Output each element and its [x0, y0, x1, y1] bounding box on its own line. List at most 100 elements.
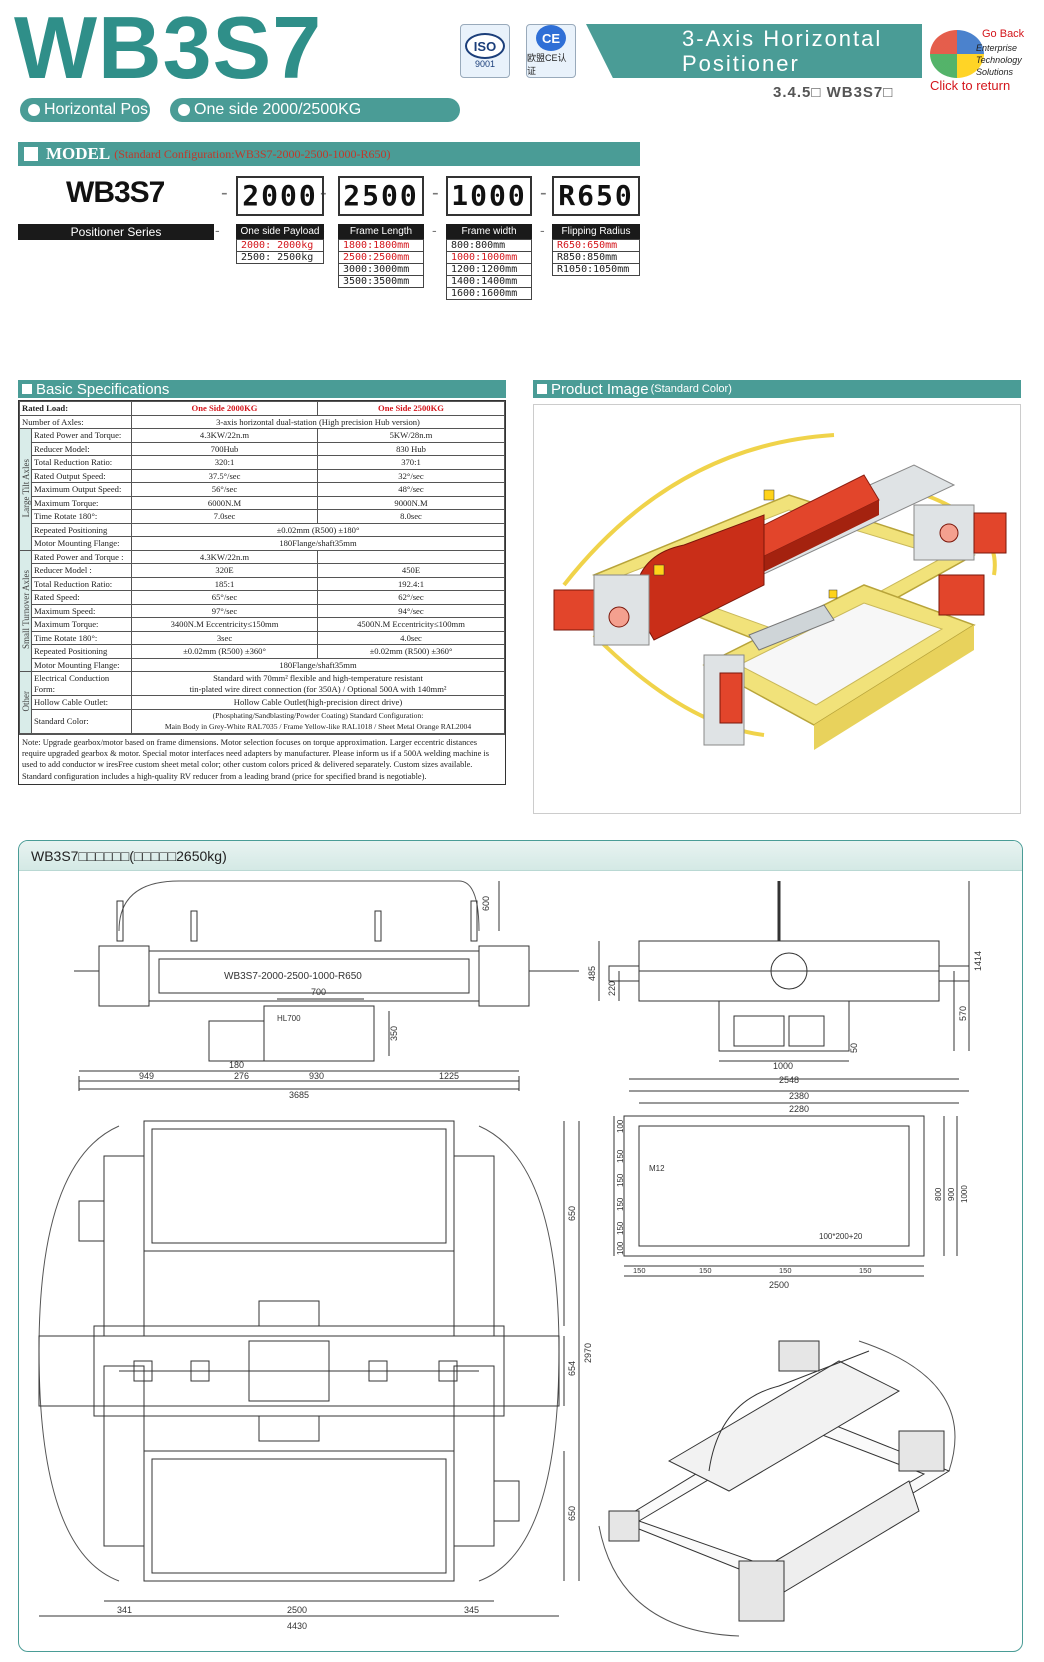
table-cell: 370:1	[317, 455, 505, 470]
table-cell: Repeated Positioning	[31, 522, 132, 537]
table-cell: 6000N.M	[131, 495, 318, 510]
separator: -	[540, 182, 547, 204]
payload-label: One side Payload	[236, 224, 324, 239]
table-cell: 37.5°/sec	[131, 468, 318, 483]
table-cell: 7.0sec	[131, 509, 318, 524]
table-cell: Rated Power and Torque :	[31, 549, 132, 564]
product-image	[533, 404, 1021, 814]
iso-number: 9001	[474, 59, 496, 69]
dim-label: 100	[616, 1241, 625, 1255]
page-title: WB3S7	[14, 0, 323, 97]
flipping-radius-option: R1050:1050mm	[552, 263, 640, 276]
dim-label: 930	[309, 1071, 324, 1081]
pitch-label: 150	[859, 1266, 872, 1275]
table-row: Repeated Positioning±0.02mm (R500) ±360°…	[20, 644, 505, 659]
drawing-title: WB3S7□□□□□□(□□□□□2650kg)	[19, 841, 1022, 871]
group-label: Other	[19, 671, 32, 734]
dim-label: 600	[481, 896, 491, 911]
model-heading: MODEL	[46, 144, 111, 163]
table-row: Motor Mounting Flange:180Flange/shaft35m…	[20, 657, 505, 672]
table-cell: Time Rotate 180°:	[31, 509, 132, 524]
table-cell: 320E	[131, 563, 318, 578]
table-cell: 3-axis horizontal dual-station (High pre…	[131, 414, 505, 429]
payload-pill: One side 2000/2500KG	[170, 98, 460, 122]
separator: -	[432, 182, 439, 204]
table-cell: 62°/sec	[317, 590, 505, 605]
table-cell: Standard with 70mm² flexible and high-te…	[131, 671, 505, 696]
dim-label: 1225	[439, 1071, 459, 1081]
dimension-drawing-panel: WB3S7□□□□□□(□□□□□2650kg)	[18, 840, 1023, 1652]
separator: -	[221, 182, 228, 204]
table-cell: ±0.02mm (R500) ±360°	[131, 644, 318, 659]
table-cell: 450E	[317, 563, 505, 578]
separator: -	[215, 222, 220, 238]
table-cell: 48°/sec	[317, 482, 505, 497]
table-cell: Rated Power and Torque:	[31, 428, 132, 443]
dim-label: 150	[616, 1197, 625, 1211]
standard-configuration: (Standard Configuration:WB3S7-2000-2500-…	[114, 146, 391, 161]
section-subtitle: (Standard Color)	[650, 383, 732, 395]
separator: -	[540, 222, 545, 238]
pitch-label: 150	[633, 1266, 646, 1275]
dim-label: 2500	[287, 1605, 307, 1615]
frame-width-code: 1000	[446, 176, 532, 216]
column-header: One Side 2000KG	[131, 401, 318, 416]
table-cell: Maximum Output Speed:	[31, 482, 132, 497]
dim-label: 2500	[769, 1280, 789, 1290]
table-cell: 56°/sec	[131, 482, 318, 497]
table-cell: Hollow Cable Outlet:	[31, 695, 132, 710]
table-cell: Time Rotate 180°:	[31, 630, 132, 645]
dim-label: 654	[567, 1361, 577, 1376]
page-code: 3.4.5□ WB3S7□	[773, 84, 894, 101]
table-cell: 3400N.M Eccentricity≤150mm	[131, 617, 318, 632]
dim-label: 100*200+20	[819, 1232, 863, 1241]
table-cell: Reducer Model:	[31, 441, 132, 456]
table-cell: 65°/sec	[131, 590, 318, 605]
dim-label: 2970	[583, 1343, 593, 1363]
horizontal-positioner-pill: Horizontal Pos	[20, 98, 150, 122]
table-row: Repeated Positioning±0.02mm (R500) ±180°	[20, 522, 505, 537]
dim-label: 180	[229, 1060, 244, 1070]
table-cell: Reducer Model :	[31, 563, 132, 578]
dim-label: 2548	[779, 1075, 799, 1085]
dim-label: 2280	[789, 1104, 809, 1114]
cell-line: tin-plated wire direct connection (for 3…	[189, 683, 447, 694]
product-image-header: Product Image (Standard Color)	[533, 380, 1021, 398]
table-cell: Total Reduction Ratio:	[31, 576, 132, 591]
cell-line: (Phosphating/Sandblasting/Powder Coating…	[212, 711, 424, 720]
banner-line-2: Positioner	[682, 51, 800, 76]
separator: -	[432, 222, 437, 238]
table-cell: Maximum Torque:	[31, 495, 132, 510]
dim-label: 150	[616, 1149, 625, 1163]
table-cell: 830 Hub	[317, 441, 505, 456]
table-row: Motor Mounting Flange:180Flange/shaft35m…	[20, 536, 505, 551]
pitch-label: 150	[779, 1266, 792, 1275]
table-row: Large Tilt Axles Rated Power and Torque:…	[19, 428, 505, 551]
dim-label: 341	[117, 1605, 132, 1615]
go-back-link[interactable]: Go Back Enterprise Technology Solutions …	[930, 22, 1038, 93]
dim-label: 1000	[960, 1185, 969, 1203]
table-cell: Motor Mounting Flange:	[31, 657, 132, 672]
model-section-header: MODEL (Standard Configuration:WB3S7-2000…	[18, 142, 640, 166]
table-cell: 3sec	[131, 630, 318, 645]
dim-label: 220	[607, 981, 617, 996]
table-cell: ±0.02mm (R500) ±360°	[317, 644, 505, 659]
dim-label: 4430	[287, 1621, 307, 1631]
table-cell: Total Reduction Ratio:	[31, 455, 132, 470]
section-title: Product Image	[551, 380, 649, 398]
table-row: Hollow Cable Outlet:Hollow Cable Outlet(…	[20, 695, 505, 710]
dim-label: 485	[587, 966, 597, 981]
table-cell: ±0.02mm (R500) ±180°	[131, 522, 505, 537]
table-cell: 5KW/28n.m	[317, 428, 505, 443]
company-name: Enterprise Technology Solutions	[976, 43, 1022, 77]
click-to-return-link[interactable]: Click to return	[930, 78, 1011, 93]
table-cell: 700Hub	[131, 441, 318, 456]
column-header: One Side 2500KG	[317, 401, 505, 416]
ce-certification-badge: CE 欧盟CE认证	[526, 24, 576, 78]
